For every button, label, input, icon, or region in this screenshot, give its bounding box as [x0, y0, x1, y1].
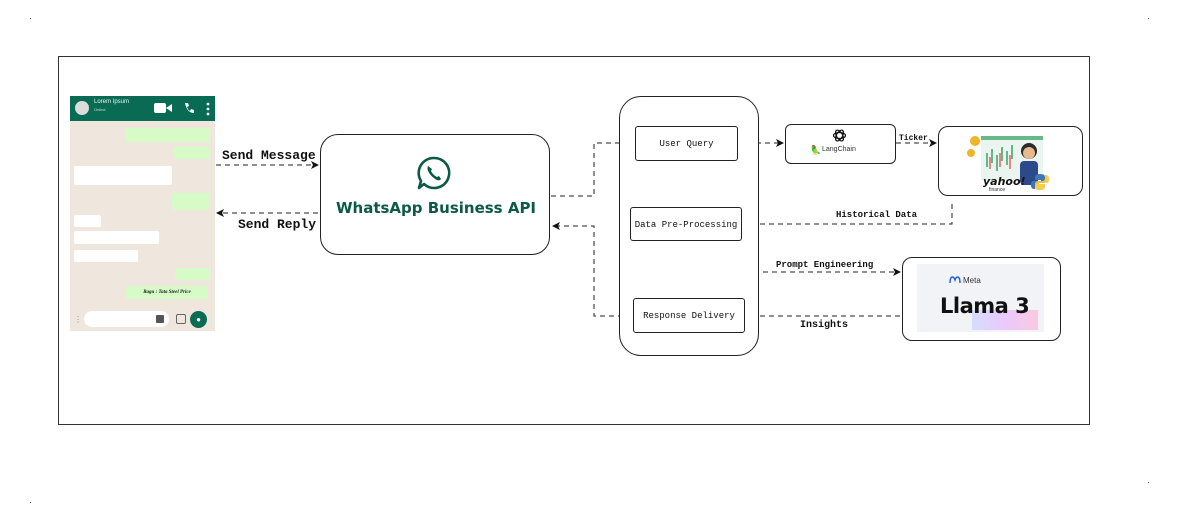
langchain-box: 🦜 LangChain: [785, 124, 896, 164]
insights-label: Insights: [800, 320, 849, 331]
menu-icon: [206, 102, 210, 120]
historical-data-label: Historical Data: [836, 210, 918, 220]
diagram-frame: [58, 56, 1090, 425]
contact-name: Lorem Ipsum: [94, 99, 130, 105]
yahoo-sub: finance: [989, 187, 1006, 193]
avatar: [75, 101, 89, 115]
whatsapp-business-api-box: WhatsApp Business API: [320, 134, 550, 255]
corner-dot: [30, 502, 31, 503]
yahoo-brand: yahoo!: [983, 175, 1026, 188]
send-reply-label: Send Reply: [238, 217, 317, 232]
video-icon: [154, 102, 172, 118]
whatsapp-logo-icon: [417, 156, 451, 190]
meta-logo-icon: [949, 276, 961, 284]
arrow-to-user-query: [551, 139, 635, 197]
stock-chart-icon: [967, 136, 1043, 185]
meta-label: Meta: [963, 276, 981, 285]
llama-glow: [972, 310, 1038, 330]
arrow-historical-data: [741, 204, 953, 228]
sticker-icon: [156, 315, 164, 323]
chat-header: Lorem Ipsum Online: [70, 96, 215, 121]
python-icon: [1031, 174, 1049, 190]
openai-icon: [832, 129, 847, 142]
corner-dot: [1148, 18, 1149, 19]
incoming-bubble: [74, 166, 172, 185]
sent-message: Ragu : Tata Steel Price: [126, 286, 208, 299]
corner-dot: [30, 18, 31, 19]
whatsapp-chat-mockup: Lorem Ipsum Online ⋮ ●: [70, 96, 215, 331]
response-delivery-step: Response Delivery: [633, 298, 745, 333]
user-query-step: User Query: [635, 126, 738, 161]
outgoing-bubble: [173, 147, 210, 159]
langchain-label: LangChain: [822, 146, 856, 153]
yahoo-finance-box: yahoo! finance: [938, 126, 1083, 196]
attach-icon: ⋮: [74, 315, 82, 324]
incoming-bubble: [74, 215, 101, 227]
parrot-icon: 🦜: [810, 145, 822, 155]
data-preprocessing-step: Data Pre-Processing: [630, 207, 742, 241]
outgoing-bubble: [125, 128, 210, 142]
arrow-response-to-whatsapp: [552, 222, 632, 317]
camera-icon: [176, 314, 186, 324]
send-message-label: Send Message: [222, 148, 316, 163]
phone-icon: [184, 102, 194, 118]
outgoing-bubble: [175, 268, 210, 280]
outgoing-bubble: [172, 193, 210, 210]
llama-box: Meta Llama 3: [902, 257, 1061, 341]
llama-card: Meta Llama 3: [917, 264, 1044, 332]
corner-dot: [1148, 482, 1149, 483]
whatsapp-title: WhatsApp Business API: [335, 199, 537, 217]
incoming-bubble: [74, 231, 159, 244]
message-input[interactable]: [84, 311, 169, 327]
prompt-engineering-label: Prompt Engineering: [776, 260, 874, 270]
incoming-bubble: [74, 250, 138, 262]
contact-status: Online: [94, 107, 106, 112]
mic-icon[interactable]: ●: [190, 311, 207, 328]
ticker-label: Ticker: [899, 134, 928, 143]
llama-label: Llama 3: [940, 294, 1030, 318]
